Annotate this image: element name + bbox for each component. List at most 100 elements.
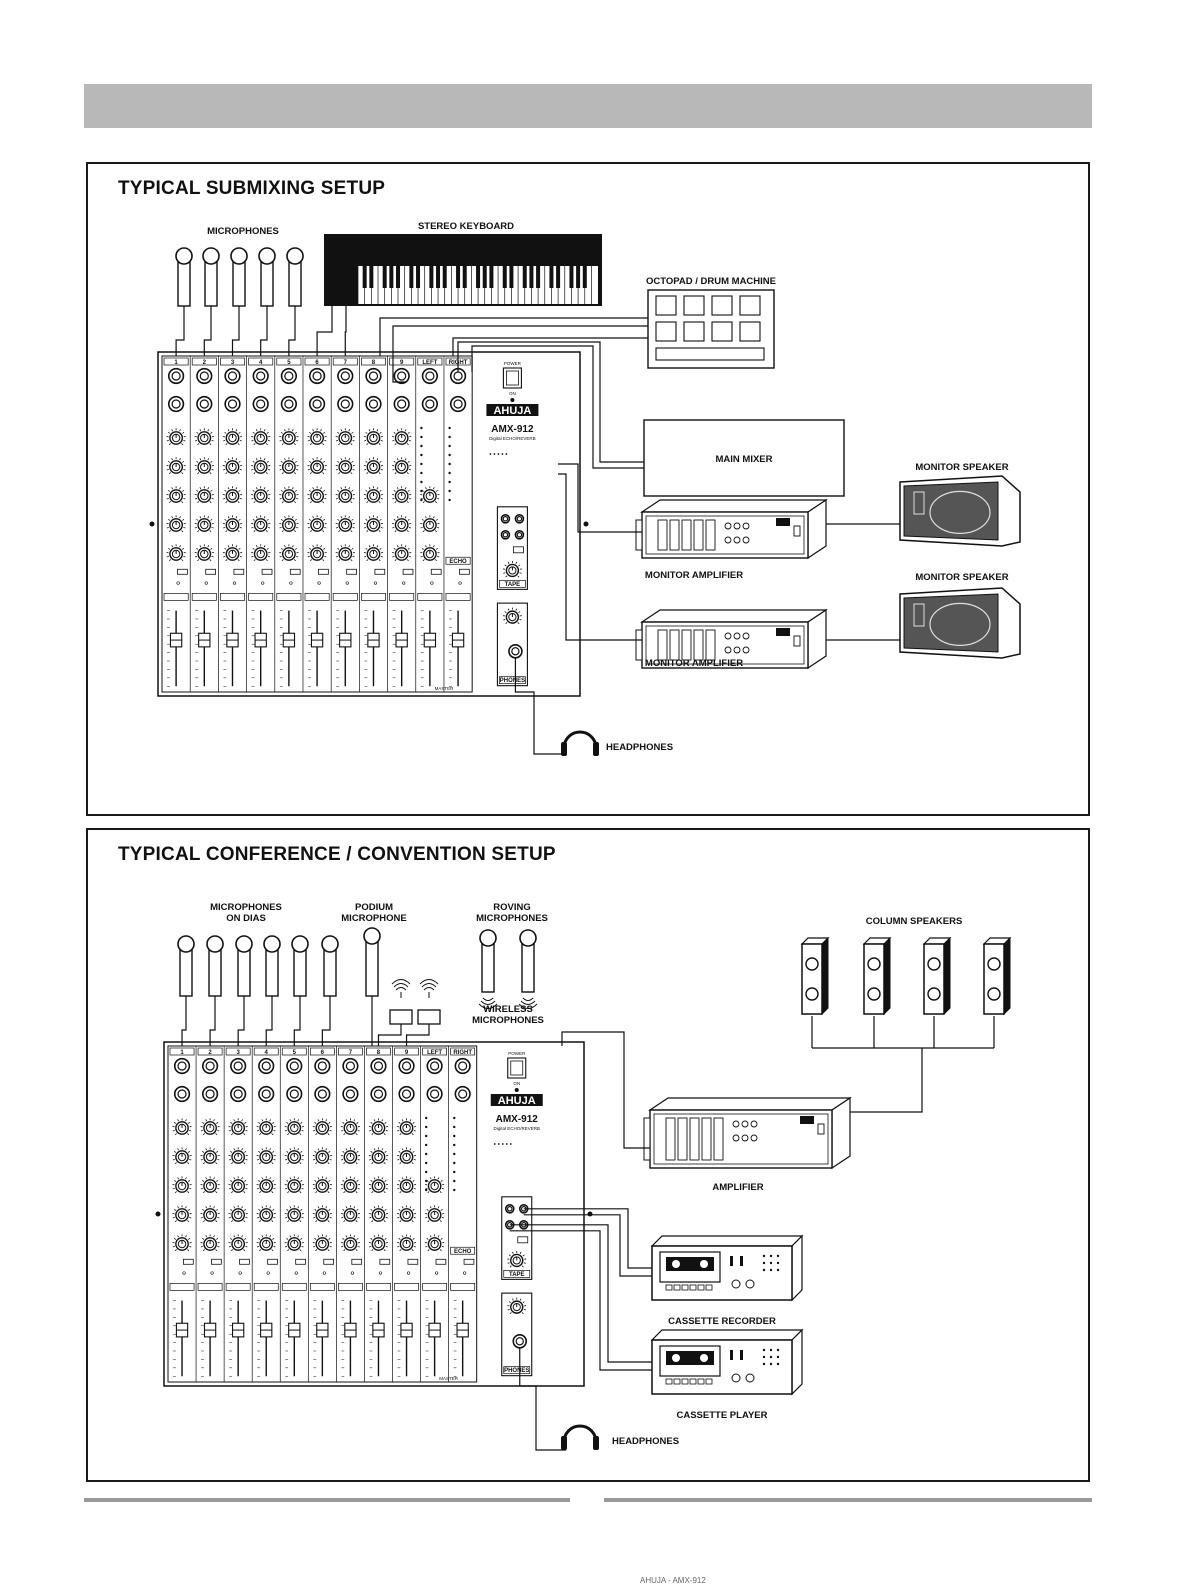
- knob: [307, 428, 327, 446]
- knob-tick: [287, 1133, 290, 1136]
- knob-tick: [407, 547, 410, 550]
- clip-led: [406, 1271, 411, 1275]
- knob-tick: [322, 443, 325, 446]
- channel-number: LEFT: [427, 1050, 442, 1056]
- knob-tick: [188, 1208, 191, 1211]
- mic-head: [206, 935, 224, 953]
- knob-tick: [314, 1150, 317, 1153]
- knob-tick: [399, 1249, 402, 1252]
- knob-tick: [376, 516, 379, 519]
- assign-switch: [323, 1258, 334, 1265]
- knob-tick: [233, 1148, 236, 1151]
- knob-tick: [312, 487, 314, 490]
- cable: [321, 996, 331, 1046]
- knob-tick: [216, 1121, 219, 1124]
- meter-led: [424, 1143, 428, 1147]
- column-driver: [805, 987, 819, 1001]
- knob-tick: [439, 1191, 442, 1194]
- microphones-on-dias-label: MICROPHONES: [210, 902, 282, 913]
- knob-tick: [406, 472, 409, 475]
- stereo-keyboard: [324, 234, 602, 306]
- clip-led: [232, 581, 237, 585]
- amp-module: [713, 1117, 724, 1161]
- amp-badge: [800, 1116, 814, 1124]
- knob-tick: [238, 518, 241, 521]
- knob-tick: [378, 443, 381, 446]
- mount-screw: [587, 1211, 593, 1217]
- column-side: [821, 936, 829, 1016]
- knob: [200, 1234, 220, 1252]
- knob-tick: [187, 1249, 190, 1252]
- channel-number-box: [281, 1047, 307, 1056]
- jack-hole: [317, 1089, 327, 1099]
- knob-tick: [256, 1216, 260, 1219]
- knob-tick: [315, 1191, 318, 1194]
- meter-led: [448, 462, 451, 466]
- knob-tick: [369, 1187, 372, 1190]
- knob-tick: [280, 547, 283, 550]
- channel-number: 5: [293, 1050, 297, 1056]
- knob-tick: [181, 530, 184, 533]
- cassette-player-label: CASSETTE PLAYER: [677, 1410, 768, 1421]
- knob-tick: [342, 1237, 345, 1240]
- knob-tick: [420, 527, 423, 529]
- microphone: [258, 247, 276, 307]
- knob-tick: [286, 1121, 289, 1124]
- knob-tick: [413, 1216, 416, 1219]
- jack-hole: [425, 399, 435, 409]
- knob-tick: [173, 1208, 177, 1211]
- knob-tick: [342, 1179, 345, 1182]
- knob-tick: [171, 458, 173, 461]
- knob: [251, 428, 271, 446]
- mic-head: [230, 247, 248, 265]
- knob-tick: [314, 1208, 317, 1211]
- clip-led: [176, 581, 180, 585]
- knob-tick: [369, 1245, 372, 1248]
- knob: [279, 515, 299, 533]
- knob-tick: [205, 1206, 207, 1209]
- knob-tick: [407, 489, 410, 492]
- knob-tick: [320, 429, 322, 432]
- knob-tick: [371, 1220, 374, 1223]
- knob-tick: [411, 1191, 414, 1194]
- knob-tick: [171, 487, 173, 490]
- knob-tick: [413, 1129, 416, 1132]
- amp-knob: [741, 1120, 749, 1128]
- knob-tick: [187, 1162, 190, 1165]
- knob-tick: [244, 1150, 247, 1153]
- black-key: [476, 266, 481, 288]
- knob-tick: [392, 527, 395, 529]
- knob-tick: [168, 489, 171, 492]
- knob-tick: [253, 443, 256, 446]
- knob-tick: [259, 1249, 262, 1252]
- jack-hole: [458, 1061, 468, 1071]
- indicator-dot: [497, 1143, 500, 1145]
- knob-tick: [252, 518, 255, 521]
- knob: [392, 544, 412, 562]
- knob-tick: [261, 1235, 264, 1238]
- meter-led: [453, 1161, 456, 1165]
- speaker-grille: [903, 481, 999, 541]
- knob-tick: [343, 1162, 346, 1165]
- knob-tick: [505, 622, 508, 625]
- knob-tick: [328, 1150, 331, 1153]
- knob-tick: [308, 547, 312, 550]
- knob-tick: [280, 518, 283, 521]
- knob: [335, 428, 355, 446]
- clip-led: [402, 581, 406, 585]
- ear-cup: [593, 742, 599, 756]
- knob-tick: [297, 1235, 300, 1238]
- knob: [363, 486, 384, 504]
- knob-tick: [355, 1220, 358, 1223]
- clip-led: [350, 1271, 355, 1275]
- knob-tick: [251, 527, 254, 529]
- clip-led: [345, 581, 349, 585]
- knob-tick: [521, 1265, 524, 1268]
- knob-tick: [369, 1216, 372, 1219]
- knob-tick: [441, 1187, 444, 1190]
- knob-tick: [370, 1121, 373, 1124]
- knob-tick: [357, 1158, 360, 1161]
- knob-tick: [325, 1148, 328, 1151]
- knob-tick: [172, 1216, 175, 1219]
- knob-tick: [329, 1129, 332, 1132]
